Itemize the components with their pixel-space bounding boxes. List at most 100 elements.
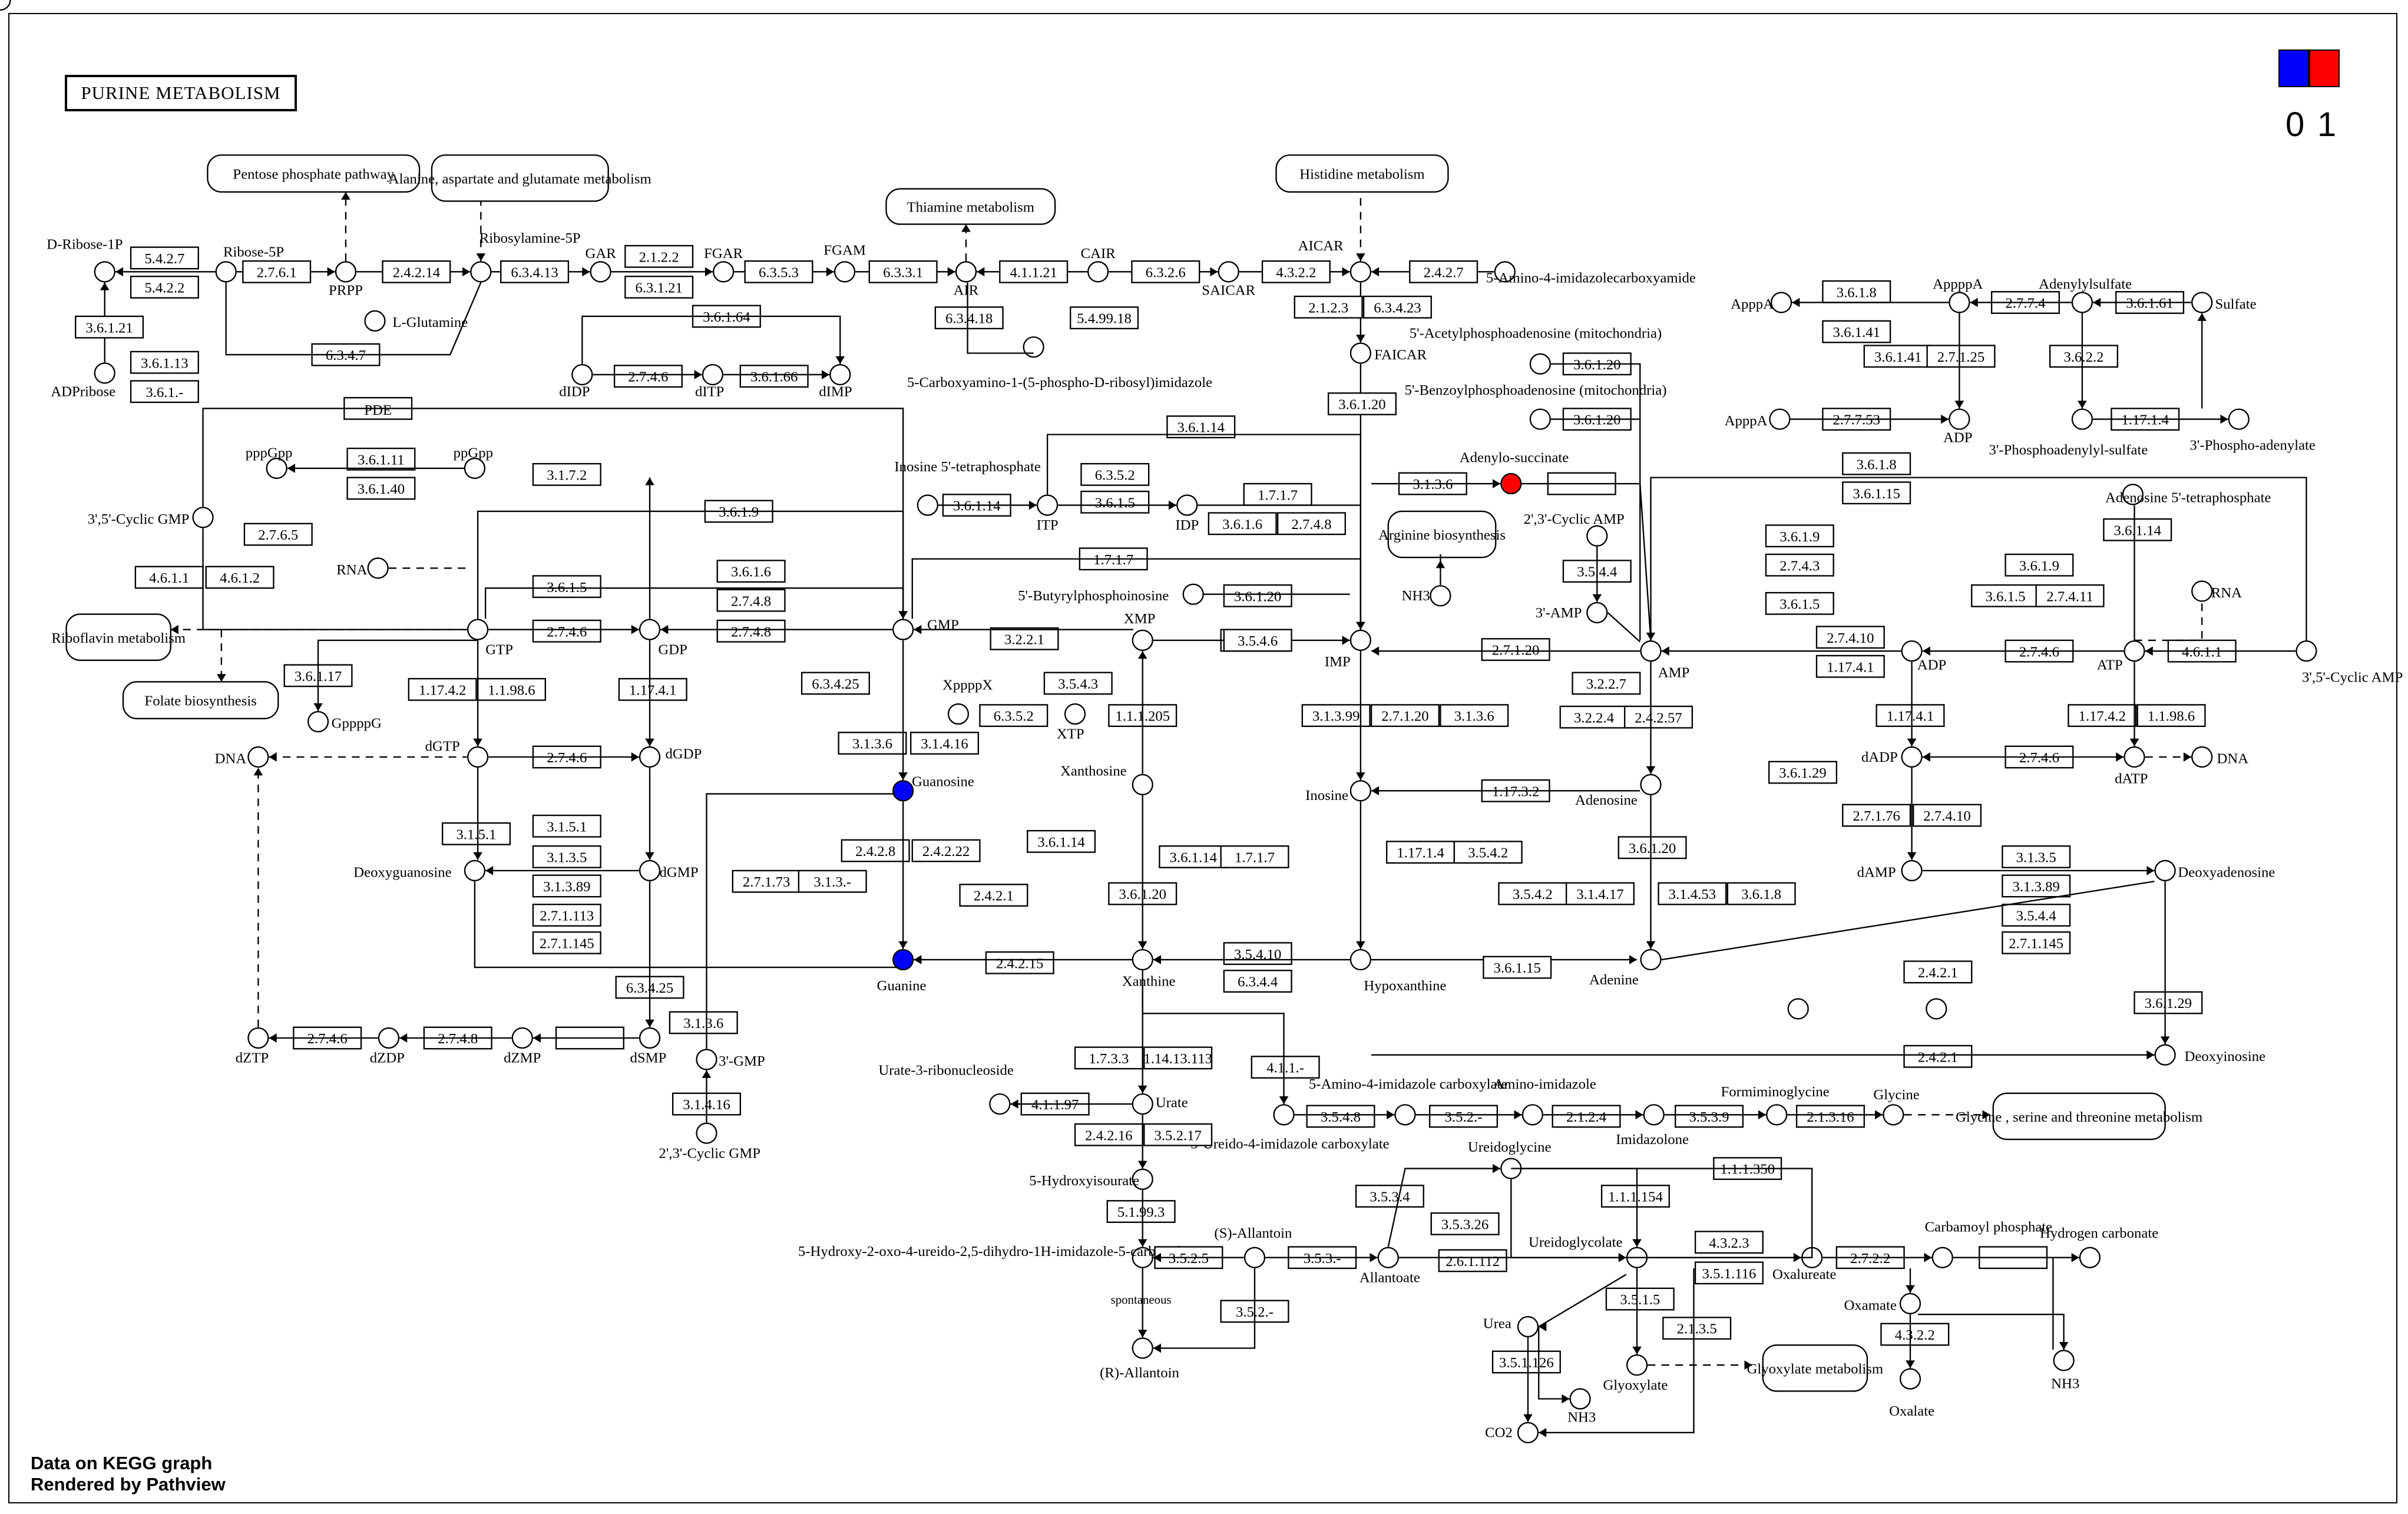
arrow-head bbox=[532, 1033, 541, 1043]
enzyme-label: 3.1.3.89 bbox=[543, 879, 590, 895]
compound-label: pppGpp bbox=[246, 445, 293, 461]
enzyme-box bbox=[1327, 392, 1397, 415]
enzyme-box bbox=[1842, 481, 1911, 505]
enzyme-box bbox=[1971, 584, 2040, 607]
compound-node bbox=[266, 457, 287, 480]
enzyme-label: 1.14.13.113 bbox=[1143, 1051, 1212, 1067]
enzyme-label: 2.7.6.1 bbox=[257, 265, 297, 280]
enzyme-label: 6.3.5.2 bbox=[1095, 468, 1135, 484]
compound-label: Imidazolone bbox=[1616, 1132, 1689, 1148]
enzyme-label: 1.7.1.7 bbox=[1093, 552, 1133, 568]
compound-label: Hydrogen carbonate bbox=[2040, 1225, 2158, 1241]
reaction-line bbox=[474, 881, 904, 968]
compound-label: Amino-imidazole bbox=[1493, 1076, 1596, 1092]
arrow-head bbox=[898, 941, 908, 949]
enzyme-label: 3.6.1.14 bbox=[1170, 850, 1217, 866]
compound-label: ppGpp bbox=[454, 445, 493, 461]
compound-node bbox=[955, 261, 977, 283]
arrow-head bbox=[1922, 752, 1930, 762]
enzyme-box bbox=[477, 677, 546, 701]
enzyme-label: 4.3.2.2 bbox=[1276, 265, 1316, 280]
enzyme-box bbox=[1605, 1287, 1675, 1311]
enzyme-box bbox=[911, 839, 981, 862]
enzyme-label: 2.7.4.6 bbox=[547, 750, 587, 766]
compound-label: PRPP bbox=[329, 282, 363, 298]
enzyme-label: 3.6.1.9 bbox=[2019, 558, 2059, 574]
compound-label: FGAR bbox=[704, 246, 743, 262]
arrow-head bbox=[821, 370, 830, 379]
arrow-head bbox=[1632, 1346, 1642, 1354]
enzyme-label: 3.5.4.8 bbox=[1321, 1109, 1361, 1125]
compound-node bbox=[1949, 292, 1970, 313]
enzyme-box bbox=[1863, 345, 1933, 368]
enzyme-box bbox=[1438, 1249, 1507, 1272]
arrow-head bbox=[1592, 594, 1602, 602]
compound-label: (S)-Allantoin bbox=[1214, 1225, 1292, 1241]
compound-node bbox=[364, 310, 386, 332]
compound-node bbox=[2191, 580, 2213, 602]
compound-label: Inosine bbox=[1305, 788, 1348, 804]
enzyme-box bbox=[1768, 761, 1838, 784]
arrow-head bbox=[1635, 1110, 1643, 1120]
reaction-line bbox=[2134, 601, 2203, 642]
enzyme-box bbox=[1822, 280, 1891, 303]
compound-node bbox=[1132, 948, 1153, 971]
enzyme-box bbox=[75, 315, 144, 339]
enzyme-label: 2.4.2.7 bbox=[1424, 265, 1464, 280]
compound-label: dZDP bbox=[370, 1050, 405, 1066]
enzyme-label: 4.6.1.1 bbox=[149, 570, 189, 586]
arrow-head bbox=[2146, 1050, 2155, 1060]
arrow-head bbox=[269, 1033, 277, 1043]
enzyme-box bbox=[838, 732, 907, 755]
compound-node bbox=[247, 746, 269, 768]
enzyme-label: 3.6.1.20 bbox=[1573, 357, 1620, 373]
footer-line-2: Rendered by Pathview bbox=[31, 1474, 226, 1495]
arrow-head bbox=[1371, 786, 1380, 796]
enzyme-label: 2.7.4.6 bbox=[307, 1031, 348, 1047]
enzyme-box bbox=[1675, 1105, 1744, 1128]
compound-label: AICAR bbox=[1298, 238, 1344, 254]
arrow-head bbox=[1010, 1099, 1018, 1109]
enzyme-label: 3.6.1.15 bbox=[1853, 486, 1900, 502]
enzyme-label: 2.7.4.8 bbox=[731, 593, 771, 609]
enzyme-label: 6.3.4.4 bbox=[1238, 974, 1278, 990]
enzyme-label: 1.17.4.2 bbox=[419, 682, 466, 698]
arrow-head bbox=[835, 356, 845, 364]
pathway-box bbox=[65, 613, 172, 661]
enzyme-label: 3.6.1.5 bbox=[1779, 596, 1820, 612]
arrow-head bbox=[327, 267, 335, 277]
compound-node bbox=[2123, 640, 2145, 662]
enzyme-label: 5.4.99.18 bbox=[1077, 311, 1132, 327]
enzyme-box bbox=[1658, 882, 1727, 905]
compound-label: dITP bbox=[695, 384, 725, 399]
enzyme-box bbox=[205, 566, 274, 589]
enzyme-box bbox=[1074, 1046, 1143, 1070]
compound-label: dZTP bbox=[236, 1050, 269, 1066]
compound-node bbox=[1569, 1388, 1591, 1410]
enzyme-box bbox=[1481, 638, 1550, 661]
compound-label: GppppG bbox=[332, 715, 382, 731]
arrow-head bbox=[1356, 941, 1365, 949]
enzyme-label: 2.4.2.15 bbox=[996, 956, 1043, 971]
compound-label: dZMP bbox=[504, 1050, 541, 1066]
enzyme-box bbox=[1765, 591, 1834, 615]
compound-node bbox=[639, 619, 661, 640]
enzyme-box bbox=[1070, 306, 1139, 329]
enzyme-box bbox=[2035, 584, 2105, 607]
compound-label: dGTP bbox=[425, 739, 460, 755]
pathway-label: Alanine, aspartate and glutamate metabol… bbox=[389, 171, 651, 187]
enzyme-box bbox=[624, 244, 694, 268]
compound-node bbox=[1517, 1422, 1539, 1443]
compound-node bbox=[1899, 1368, 1921, 1390]
compound-node bbox=[464, 860, 486, 881]
compound-label: 2',3'-Cyclic AMP bbox=[1524, 511, 1625, 527]
reaction-line bbox=[317, 639, 478, 711]
enzyme-label: 1.1.98.6 bbox=[488, 682, 535, 698]
reaction-line bbox=[967, 282, 1034, 354]
compound-node bbox=[1640, 948, 1662, 971]
compound-node bbox=[1640, 773, 1662, 796]
enzyme-label: 2.7.4.6 bbox=[2019, 750, 2059, 766]
enzyme-label: 3.6.1.21 bbox=[85, 320, 133, 336]
compound-node bbox=[1132, 629, 1153, 652]
compound-label: SAICAR bbox=[1202, 282, 1255, 298]
